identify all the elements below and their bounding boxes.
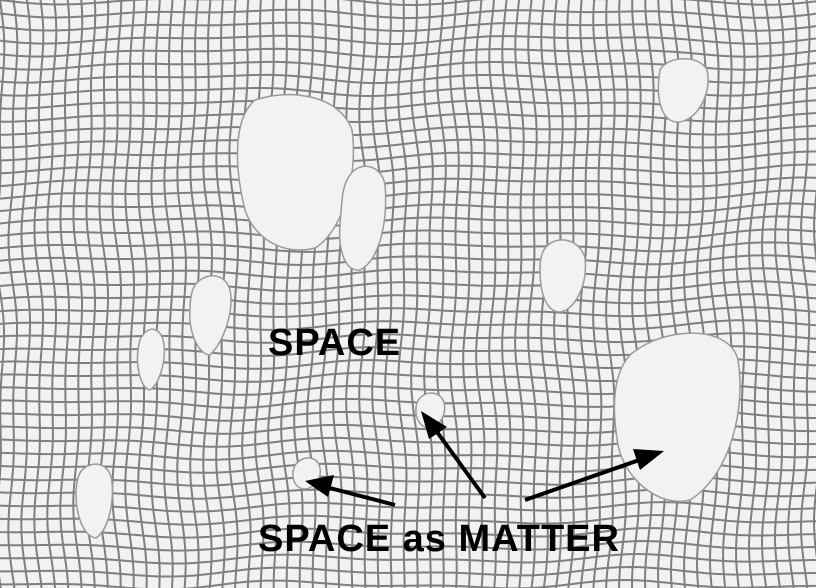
grid-line-vertical <box>580 0 589 588</box>
space-label: SPACE <box>268 322 401 365</box>
grid-line-horizontal <box>0 126 816 135</box>
grid-line-horizontal <box>0 242 816 252</box>
grid-line-vertical <box>619 0 628 588</box>
matter-hole-left-small <box>138 329 165 390</box>
grid-line-horizontal <box>0 502 816 512</box>
grid-line-horizontal <box>0 49 816 57</box>
grid-line-vertical <box>385 0 394 588</box>
grid-line-vertical <box>307 0 316 588</box>
grid-line-vertical <box>177 0 186 588</box>
grid-line-horizontal <box>0 10 816 18</box>
grid-line-vertical <box>333 0 342 588</box>
grid-line-horizontal <box>0 580 816 588</box>
grid-line-vertical <box>424 0 433 588</box>
grid-line-horizontal <box>0 216 816 226</box>
arrow-to-small-hole-center <box>432 425 485 498</box>
grid-line-vertical <box>359 0 368 588</box>
grid-line-vertical <box>398 0 407 588</box>
grid-line-vertical <box>788 0 796 588</box>
grid-line-vertical <box>346 0 355 588</box>
matter-hole-far-right-top <box>658 59 708 122</box>
grid-line-horizontal <box>0 281 816 291</box>
grid-line-vertical <box>112 0 121 588</box>
grid-line-horizontal <box>0 567 816 577</box>
grid-line-horizontal <box>0 268 816 278</box>
matter-hole-large-top <box>237 95 353 250</box>
grid-line-vertical <box>47 0 56 588</box>
grid-line-horizontal <box>0 152 816 162</box>
matter-hole-bottom-left <box>76 464 112 538</box>
grid-line-horizontal <box>0 0 816 5</box>
grid-line-vertical <box>21 0 30 588</box>
grid-line-vertical <box>294 0 303 588</box>
grid-line-vertical <box>411 0 420 588</box>
grid-line-horizontal <box>0 307 816 317</box>
grid-line-vertical <box>320 0 329 588</box>
grid-line-vertical <box>0 0 4 588</box>
grid-line-vertical <box>710 0 719 588</box>
matter-hole-top-right-small <box>340 166 386 270</box>
arrow-to-small-hole-bottom <box>322 486 395 505</box>
grid-line-vertical <box>60 0 69 588</box>
grid-line-vertical <box>151 0 160 588</box>
grid-line-horizontal <box>0 203 816 213</box>
grid-line-vertical <box>437 0 446 588</box>
grid-line-horizontal <box>0 23 816 31</box>
grid-line-vertical <box>8 0 17 588</box>
grid-line-horizontal <box>0 191 816 201</box>
grid-line-horizontal <box>0 36 816 44</box>
grid-line-vertical <box>775 0 784 588</box>
space-as-matter-label: SPACE as MATTER <box>258 518 620 561</box>
grid-line-horizontal <box>0 229 816 239</box>
grid-line-vertical <box>606 0 615 588</box>
grid-line-vertical <box>125 0 134 588</box>
grid-line-horizontal <box>0 255 816 265</box>
grid-line-vertical <box>164 0 173 588</box>
grid-line-vertical <box>34 0 43 588</box>
grid-line-horizontal <box>0 165 816 175</box>
grid-line-horizontal <box>0 139 816 148</box>
matter-hole-large-right <box>614 333 740 501</box>
matter-hole-left-mid <box>190 276 231 355</box>
grid-line-horizontal <box>0 294 816 304</box>
grid-line-horizontal <box>0 320 816 330</box>
grid-line-vertical <box>645 0 654 588</box>
grid-line-vertical <box>138 0 147 588</box>
grid-line-vertical <box>593 0 602 588</box>
grid-line-vertical <box>632 0 641 588</box>
grid-line-horizontal <box>0 178 816 188</box>
